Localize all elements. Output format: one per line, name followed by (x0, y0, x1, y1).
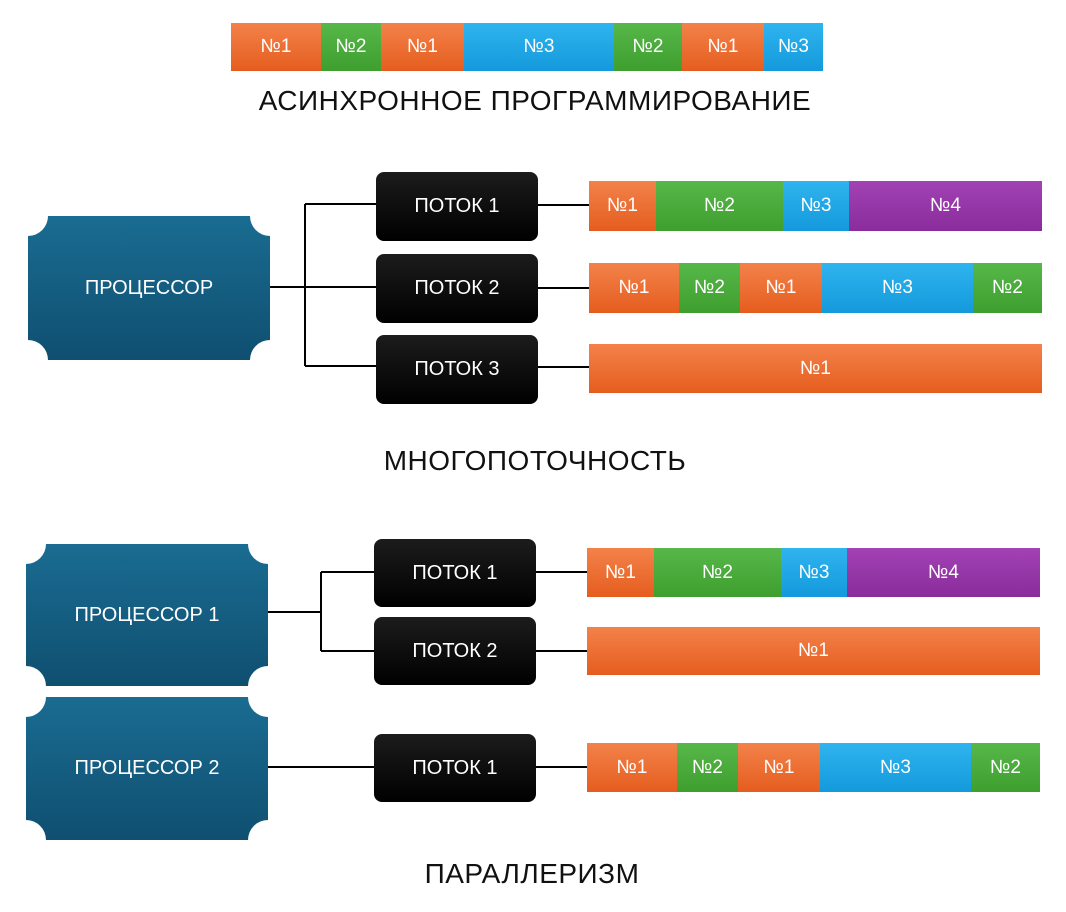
thread-timeline: №1 №2 №3 №4 (587, 548, 1040, 597)
processor-block: ПРОЦЕССОР 1 (26, 544, 268, 686)
async-timeline: №1 №2 №1 №3 №2 №1 №3 (231, 23, 823, 71)
thread-timeline: №1 (587, 627, 1040, 675)
task-segment: №2 (654, 548, 781, 597)
task-segment: №2 (679, 263, 740, 313)
task-segment: №3 (820, 743, 971, 792)
task-segment: №1 (587, 627, 1040, 675)
task-segment: №1 (740, 263, 822, 313)
task-segment: №3 (822, 263, 973, 313)
thread-timeline: №1 №2 №3 №4 (589, 181, 1042, 231)
processor-label: ПРОЦЕССОР 2 (74, 757, 220, 779)
task-segment: №3 (783, 181, 849, 231)
parallelism-title: ПАРАЛЛЕРИЗМ (424, 858, 640, 889)
task-segment: №1 (589, 344, 1042, 393)
processor-shape (26, 697, 268, 840)
task-segment: №1 (738, 743, 820, 792)
task-segment: №2 (677, 743, 738, 792)
thread-block: ПОТОК 3 (376, 335, 538, 404)
task-segment: №4 (847, 548, 1040, 597)
task-segment: №2 (321, 23, 381, 71)
task-segment: №3 (464, 23, 614, 71)
thread-block: ПОТОК 2 (374, 617, 536, 685)
task-segment: №2 (614, 23, 682, 71)
task-segment: №2 (973, 263, 1042, 313)
processor-label: ПРОЦЕССОР (84, 276, 214, 299)
task-segment: №1 (587, 743, 677, 792)
task-segment: №4 (849, 181, 1042, 231)
processor-block: ПРОЦЕССОР (28, 216, 270, 360)
task-segment: №1 (587, 548, 654, 597)
task-segment: №1 (589, 181, 656, 231)
thread-timeline: №1 (589, 344, 1042, 393)
task-segment: №2 (656, 181, 783, 231)
processor-label: ПРОЦЕССОР 1 (74, 603, 220, 626)
task-segment: №3 (764, 23, 823, 71)
thread-block: ПОТОК 1 (374, 734, 536, 802)
task-segment: №2 (971, 743, 1040, 792)
thread-block: ПОТОК 1 (374, 539, 536, 607)
task-segment: №1 (589, 263, 679, 313)
processor-block: ПРОЦЕССОР 2 (26, 697, 268, 840)
task-segment: №1 (381, 23, 464, 71)
task-segment: №1 (231, 23, 321, 71)
async-title: АСИНХРОННОЕ ПРОГРАММИРОВАНИЕ (258, 85, 812, 116)
task-segment: №1 (682, 23, 764, 71)
thread-block: ПОТОК 1 (376, 172, 538, 241)
thread-timeline: №1 №2 №1 №3 №2 (589, 263, 1042, 313)
processor-shape (26, 544, 268, 686)
task-segment: №3 (781, 548, 847, 597)
processor-shape (28, 216, 270, 360)
thread-timeline: №1 №2 №1 №3 №2 (587, 743, 1040, 792)
multithreading-title: МНОГОПОТОЧНОСТЬ (383, 445, 687, 476)
thread-block: ПОТОК 2 (376, 254, 538, 323)
